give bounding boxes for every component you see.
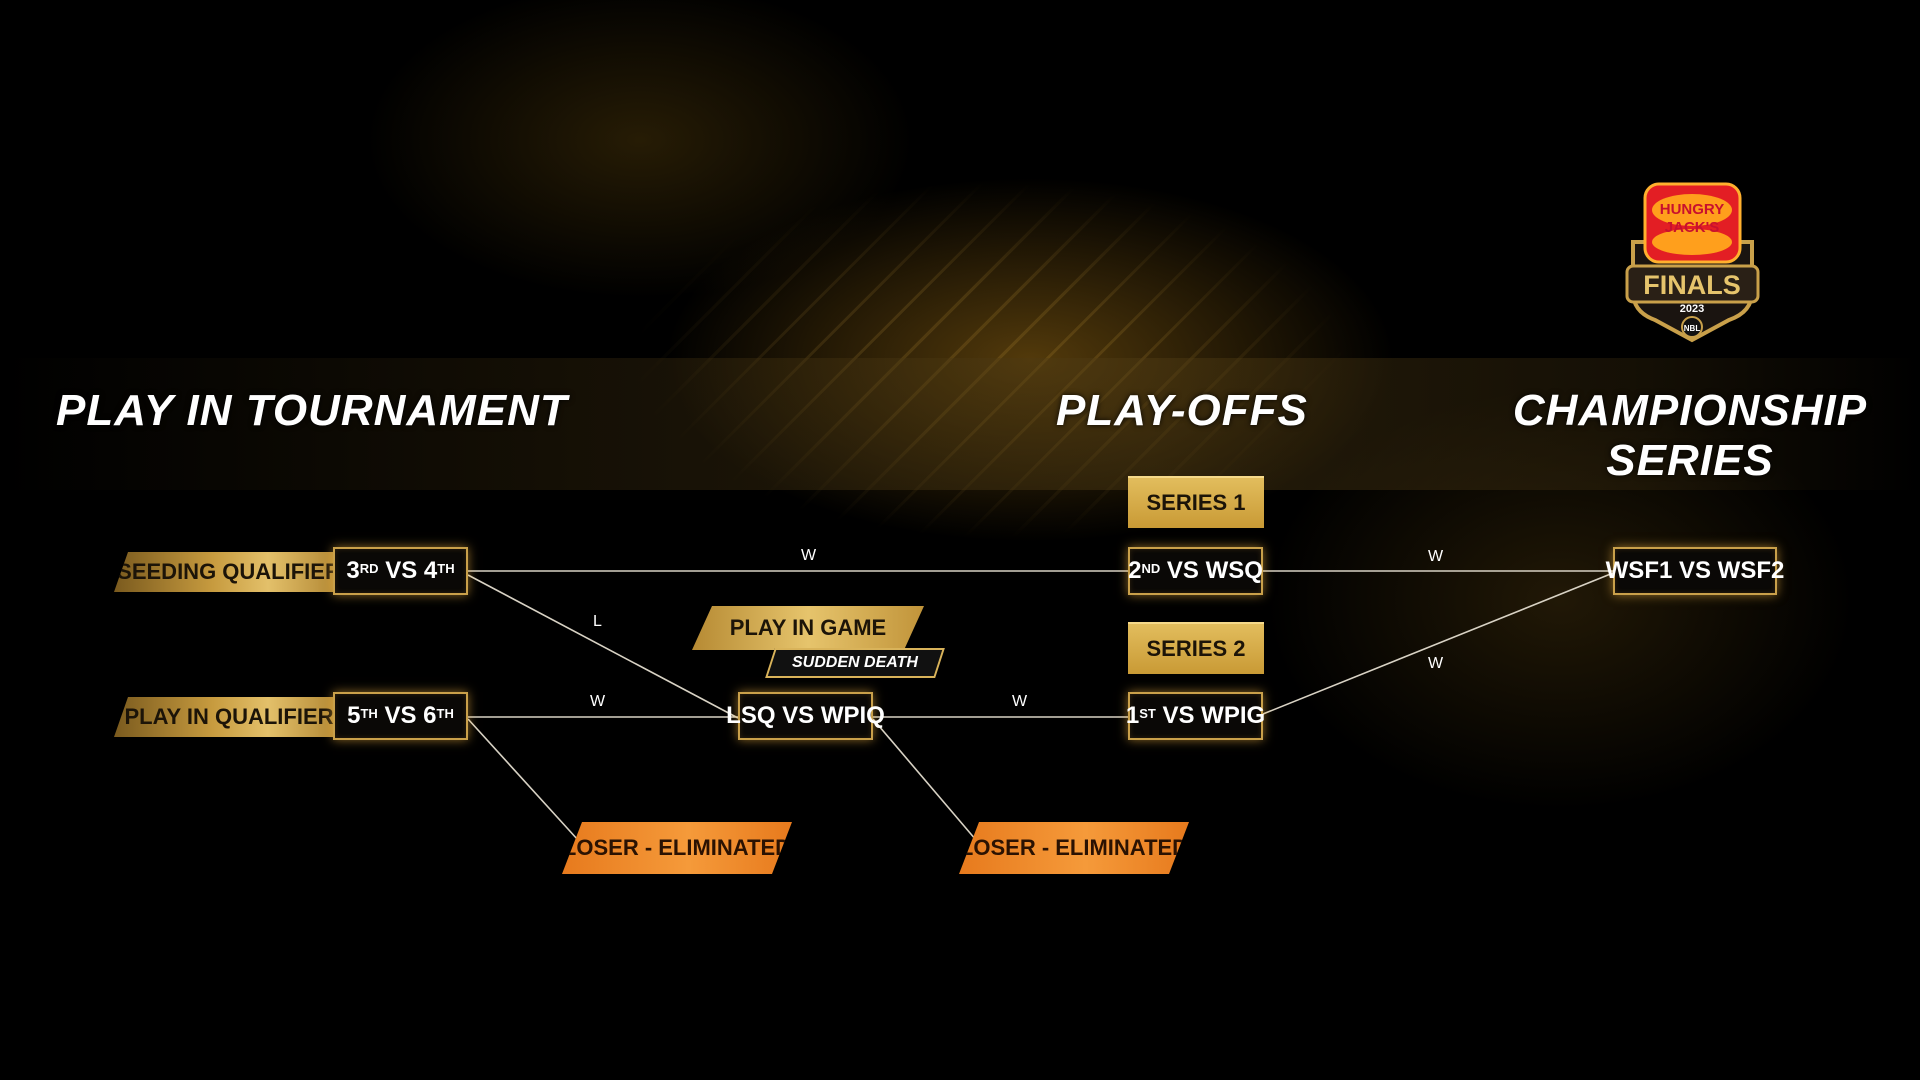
play-in-qualifier-tag: PLAY IN QUALIFIER <box>114 697 334 737</box>
series-1-label: SERIES 1 <box>1128 476 1264 528</box>
heading-championship: CHAMPIONSHIP SERIES <box>1510 386 1870 486</box>
match-lsq-vs-wpiq[interactable]: LSQ VS WPIQ <box>726 692 885 740</box>
sudden-death-tag: SUDDEN DEATH <box>765 648 945 678</box>
sudden-death-label: SUDDEN DEATH <box>792 654 918 671</box>
wire-label-w: W <box>590 693 606 710</box>
wire-label-w: W <box>1428 655 1444 672</box>
line-lsq-to-loser <box>872 718 977 841</box>
heading-championship-line2: SERIES <box>1606 436 1774 485</box>
heading-play-offs: PLAY-OFFS <box>1056 386 1308 435</box>
heading-play-in: PLAY IN TOURNAMENT <box>56 386 568 435</box>
line-1vwpig-to-final <box>1262 572 1614 715</box>
wire-label-w: W <box>1012 693 1028 710</box>
logo-brand-line1: HUNGRY <box>1660 201 1724 218</box>
loser-eliminated-tag-2: LOSER - ELIMINATED <box>959 822 1189 874</box>
logo-word: FINALS <box>1643 270 1741 300</box>
series-2-label: SERIES 2 <box>1128 622 1264 674</box>
line-3v4-to-lsq <box>467 574 739 719</box>
seeding-qualifier-tag: SEEDING QUALIFIER <box>114 552 334 592</box>
wire-label-w: W <box>1428 548 1444 565</box>
logo-badge: NBL <box>1684 324 1701 333</box>
play-in-game-tag: PLAY IN GAME <box>692 606 924 650</box>
heading-championship-line1: CHAMPIONSHIP <box>1512 386 1868 435</box>
wire-label-w: W <box>801 547 817 564</box>
logo-brand-line2: JACK'S <box>1665 219 1719 236</box>
match-wsf1-vs-wsf2[interactable]: WSF1 VS WSF2 <box>1606 547 1784 595</box>
loser-eliminated-tag-1: LOSER - ELIMINATED <box>562 822 792 874</box>
wire-label-l: L <box>593 613 602 630</box>
heading-band <box>0 358 1920 490</box>
line-5v6-to-loser <box>467 718 579 841</box>
logo-year: 2023 <box>1680 303 1704 315</box>
finals-logo: HUNGRY JACK'S FINALS 2023 NBL <box>1625 182 1760 343</box>
